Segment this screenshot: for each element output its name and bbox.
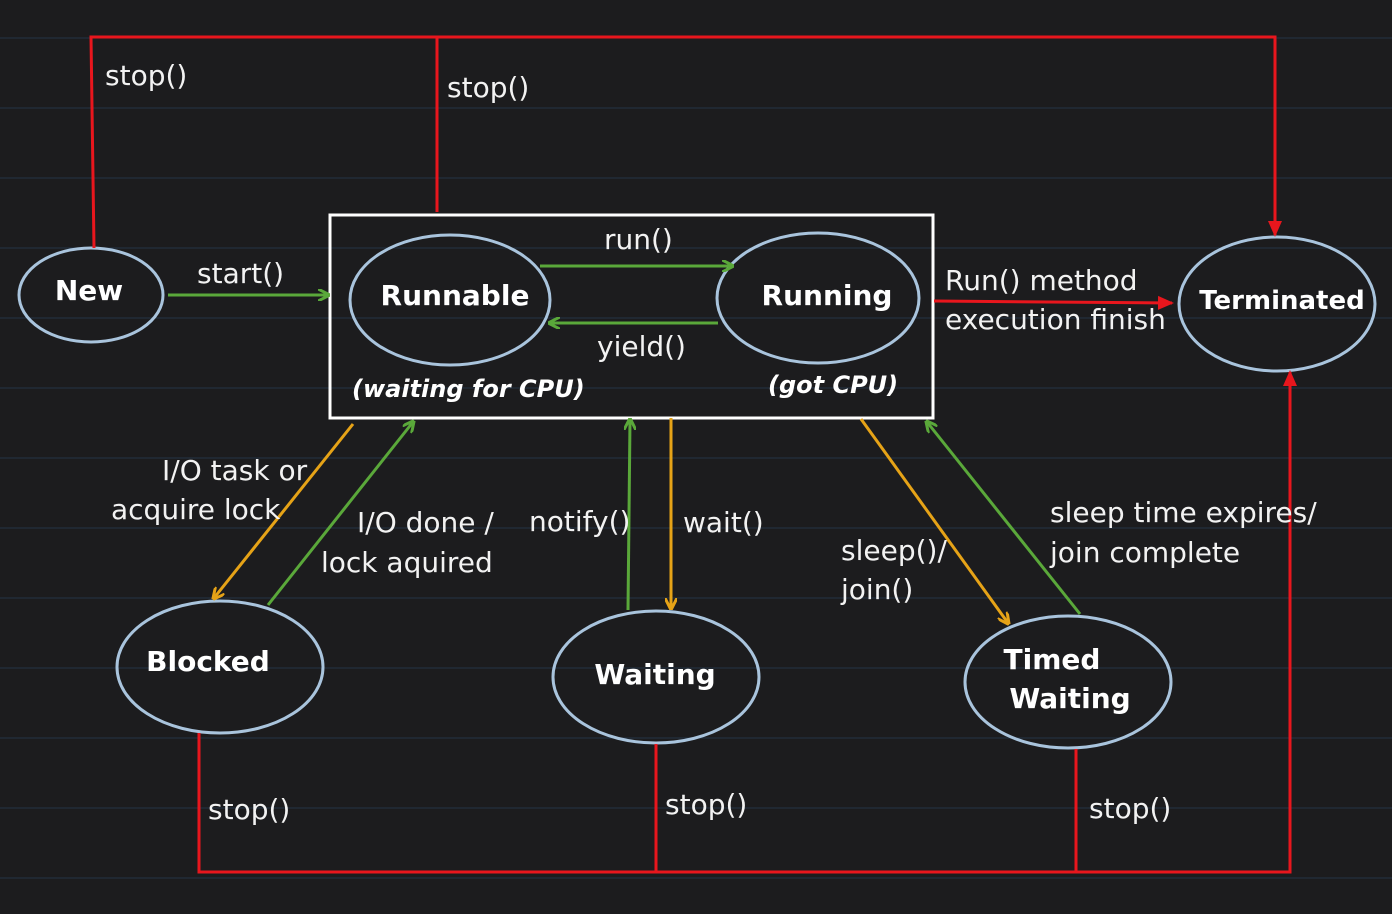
running-state-label: Running	[761, 279, 893, 312]
stop-timed-label: stop()	[1089, 792, 1172, 825]
new-state-node	[17, 246, 165, 344]
notify-arrow	[628, 420, 630, 611]
io-task-label-line2: acquire lock	[111, 493, 281, 526]
io-task-label-line1: I/O task or	[162, 454, 308, 487]
timed-waiting-state-node	[963, 614, 1173, 750]
running-state-node	[715, 231, 921, 365]
sleep-expires-label-line1: sleep time expires/	[1050, 496, 1317, 529]
sleep-expires-arrow	[927, 422, 1082, 615]
yield-label: yield()	[597, 330, 686, 363]
sleep-expires-label-line2: join complete	[1050, 536, 1241, 569]
run-finish-arrow	[933, 295, 1174, 310]
terminated-state-label: Terminated	[1199, 286, 1365, 316]
sleep-label-line2: join()	[841, 573, 914, 606]
terminated-state-node	[1177, 235, 1377, 373]
run-finish-label-line1: Run() method	[945, 264, 1138, 297]
stop-new-label: stop()	[105, 59, 188, 92]
notify-label: notify()	[529, 505, 631, 538]
sleep-arrow	[859, 418, 1008, 623]
background-grid	[0, 37, 1392, 879]
runnable-state-label: Runnable	[380, 279, 530, 312]
io-done-arrow	[266, 422, 413, 606]
new-state-label: New	[54, 274, 124, 307]
waiting-state-node	[551, 609, 761, 745]
start-label: start()	[197, 257, 285, 290]
stop-runnable-label: stop()	[447, 71, 530, 104]
stop-waiting-label: stop()	[665, 788, 748, 821]
io-task-arrow	[214, 423, 355, 598]
stop-arrow-top	[89, 35, 1282, 249]
io-done-label-line1: I/O done /	[357, 506, 494, 539]
runnable-state-node	[348, 233, 552, 367]
run-label: run()	[604, 223, 673, 256]
timed-waiting-label-line2: Waiting	[1009, 682, 1131, 715]
runnable-note: (waiting for CPU)	[352, 375, 585, 403]
sleep-label-line1: sleep()/	[841, 534, 947, 567]
blocked-state-label: Blocked	[146, 645, 270, 678]
waiting-state-label: Waiting	[594, 658, 716, 691]
run-finish-label-line2: execution finish	[945, 303, 1166, 336]
stop-arrow-bottom	[197, 370, 1297, 874]
wait-label: wait()	[683, 506, 764, 539]
stop-blocked-label: stop()	[208, 793, 291, 826]
timed-waiting-label-line1: Timed	[1003, 643, 1101, 676]
running-note: (got CPU)	[768, 371, 899, 399]
io-done-label-line2: lock aquired	[321, 546, 493, 579]
